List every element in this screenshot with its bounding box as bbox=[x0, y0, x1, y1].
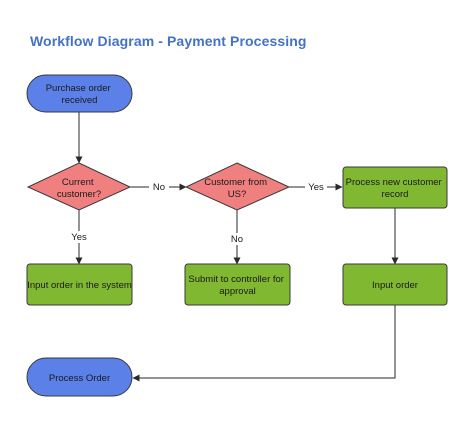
diagram-title: Workflow Diagram - Payment Processing bbox=[30, 33, 307, 49]
decision-us-label-line-2: US? bbox=[228, 189, 246, 200]
start-label-line-1: Purchase order bbox=[46, 83, 111, 94]
decision-current-label-line-1: Current bbox=[62, 177, 94, 188]
decision-current-customer: Current customer? bbox=[26, 162, 132, 211]
input-order-label: Input order bbox=[372, 280, 418, 291]
process-new-record-label-line-1: Process new customer bbox=[346, 177, 442, 188]
svg-text:Input order in the system: Input order in the system bbox=[27, 280, 132, 291]
process-input-order-system: Input order in the system bbox=[26, 263, 133, 306]
svg-text:Current customer?: Current customer? bbox=[57, 177, 101, 200]
submit-controller-label-line-2: approval bbox=[219, 286, 255, 297]
svg-text:Purchase order received: Purchase order received bbox=[46, 83, 114, 106]
edge-label-current-no: No bbox=[153, 182, 165, 193]
edge-input-order-to-end bbox=[132, 305, 396, 382]
end-terminal: Process Order bbox=[26, 357, 133, 397]
decision-us-label-line-1: Customer from bbox=[204, 177, 267, 188]
svg-text:Process Order: Process Order bbox=[49, 373, 110, 384]
process-new-customer-record: Process new customer record bbox=[342, 166, 448, 209]
submit-controller-label-line-1: Submit to controller for bbox=[188, 274, 284, 285]
edge-label-us-no: No bbox=[231, 234, 243, 245]
edge-label-us-yes: Yes bbox=[308, 182, 324, 193]
end-label: Process Order bbox=[49, 373, 110, 384]
process-submit-controller: Submit to controller for approval bbox=[184, 263, 291, 306]
svg-text:Customer from US?: Customer from US? bbox=[204, 177, 269, 200]
edge-label-current-yes: Yes bbox=[71, 232, 87, 243]
svg-text:Submit to controller for: Submit to controller for approval bbox=[188, 274, 286, 297]
start-terminal: Purchase order received bbox=[26, 74, 133, 113]
svg-text:Input order: Input order bbox=[372, 280, 418, 291]
svg-text:Process new customer rec: Process new customer record bbox=[346, 177, 445, 200]
input-system-label: Input order in the system bbox=[27, 280, 132, 291]
start-label-line-2: received bbox=[62, 95, 98, 106]
process-input-order: Input order bbox=[342, 263, 448, 306]
edge-labels: No Yes Yes No bbox=[68, 181, 327, 245]
process-new-record-label-line-2: record bbox=[382, 189, 409, 200]
decision-customer-us: Customer from US? bbox=[184, 162, 291, 211]
decision-current-label-line-2: customer? bbox=[57, 189, 101, 200]
